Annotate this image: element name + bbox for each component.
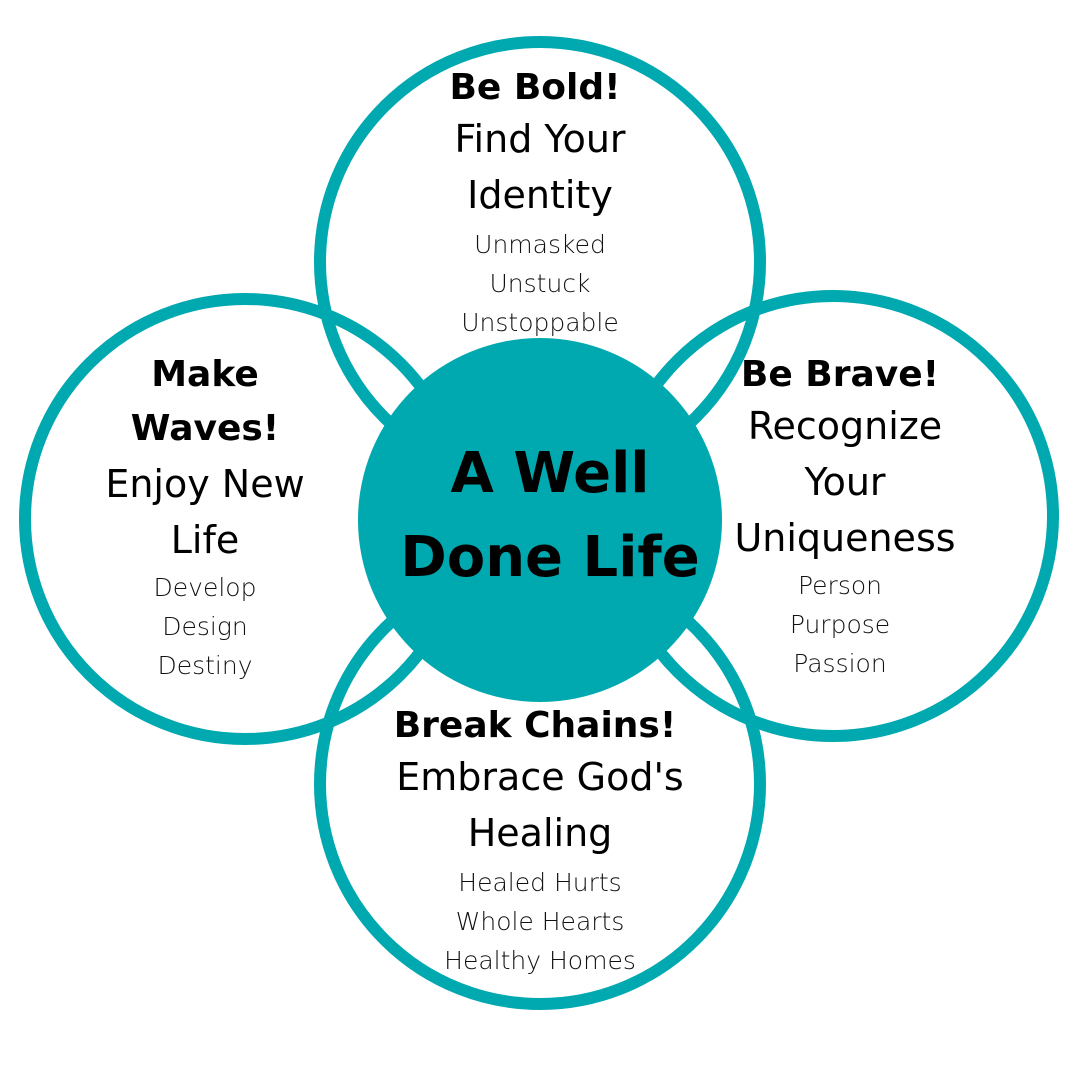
bottom-item: Healed Hurts: [458, 868, 622, 897]
bottom-subtitle-line-1: Embrace God's: [396, 755, 684, 799]
left-subtitle-line-2: Life: [170, 518, 240, 562]
top-subtitle-line-2: Identity: [467, 173, 613, 217]
top-item: Unstuck: [489, 269, 591, 298]
top-heading: Be Bold!: [449, 67, 621, 108]
right-subtitle-line-1: Recognize: [747, 404, 943, 448]
left-heading-line-2: Waves!: [130, 408, 280, 449]
right-subtitle-line-2: Your: [804, 460, 886, 504]
right-heading: Be Brave!: [740, 354, 940, 395]
right-subtitle-line-3: Uniqueness: [734, 516, 956, 560]
bottom-item: Whole Hearts: [455, 907, 625, 936]
center-circle: [358, 338, 722, 702]
top-item: Unmasked: [474, 230, 606, 259]
right-item: Passion: [793, 649, 887, 678]
center-title-line-2: Done Life: [400, 525, 700, 590]
center-title-line-1: A Well: [450, 441, 650, 506]
bottom-circle-text: Break Chains! Embrace God's Healing Heal…: [370, 703, 710, 980]
left-circle-text: Make Waves! Enjoy New Life Develop Desig…: [75, 348, 335, 685]
top-circle-text: Be Bold! Find Your Identity Unmasked Uns…: [380, 65, 700, 342]
left-item: Design: [162, 612, 248, 641]
left-item: Destiny: [157, 651, 253, 680]
left-heading-line-1: Make: [151, 354, 259, 395]
top-subtitle-line-1: Find Your: [454, 117, 626, 161]
right-circle-text: Be Brave! Recognize Your Uniqueness Pers…: [705, 352, 985, 683]
bottom-subtitle-line-2: Healing: [467, 811, 613, 855]
bottom-item: Healthy Homes: [444, 946, 636, 975]
top-item: Unstoppable: [461, 308, 619, 337]
bottom-heading: Break Chains!: [393, 705, 677, 746]
left-item: Develop: [153, 573, 257, 602]
right-item: Person: [797, 571, 882, 600]
left-subtitle-line-1: Enjoy New: [105, 462, 305, 506]
right-item: Purpose: [789, 610, 891, 639]
center-title: A Well Done Life: [380, 432, 720, 600]
